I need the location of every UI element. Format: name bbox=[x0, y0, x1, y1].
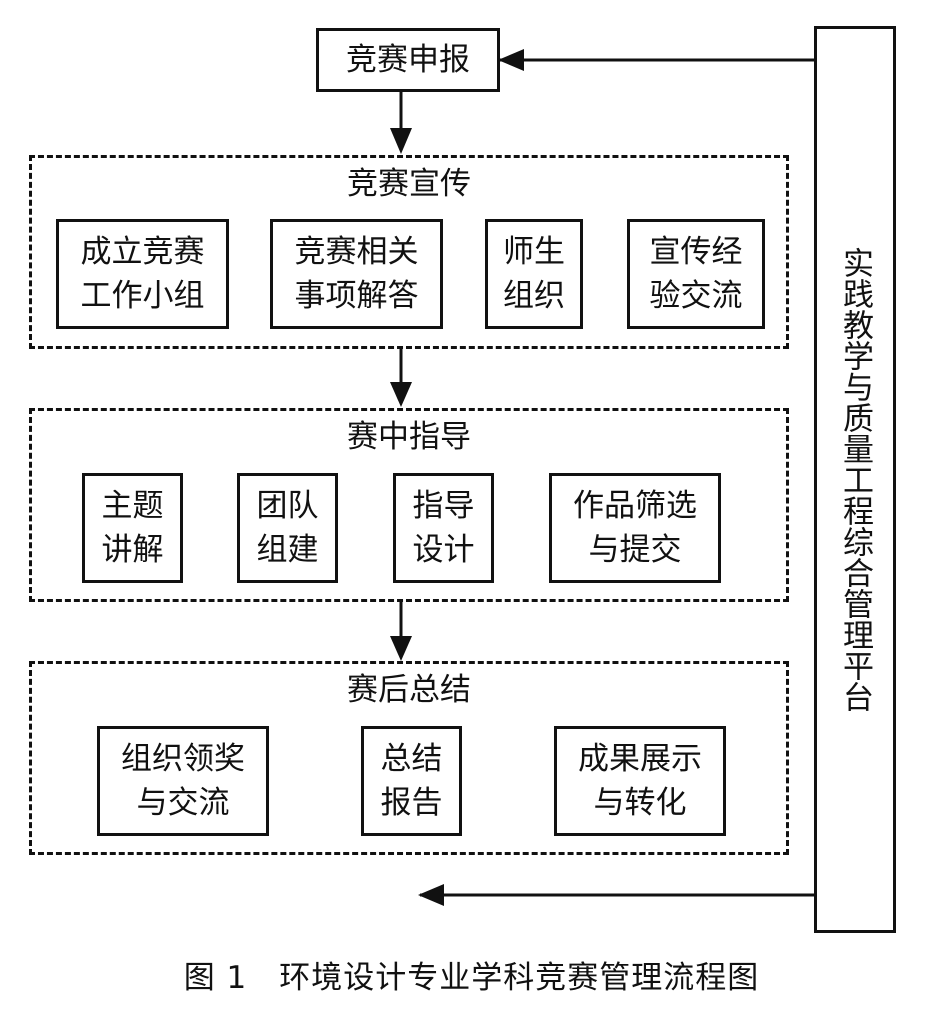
promotion-item-3: 师生 组织 bbox=[485, 219, 583, 329]
guidance-group: 赛中指导 bbox=[29, 408, 789, 602]
arrowhead-platform-feedback bbox=[418, 884, 444, 906]
arrowhead-declaration-to-promotion bbox=[390, 128, 412, 154]
management-platform-box: 实践教学与质量工程综合管理平台 bbox=[814, 26, 896, 933]
arrowhead-promotion-to-guidance bbox=[390, 382, 412, 407]
promotion-group: 竞赛宣传 bbox=[29, 155, 789, 349]
promotion-item-1: 成立竞赛 工作小组 bbox=[56, 219, 229, 329]
summary-item-3: 成果展示 与转化 bbox=[554, 726, 726, 836]
arrowhead-platform-to-declaration bbox=[498, 49, 524, 71]
guidance-group-title: 赛中指导 bbox=[347, 419, 471, 455]
figure-caption: 图 1 环境设计专业学科竞赛管理流程图 bbox=[183, 960, 760, 996]
declaration-box: 竞赛申报 bbox=[316, 28, 500, 92]
guidance-item-2: 团队 组建 bbox=[237, 473, 338, 583]
summary-item-2: 总结 报告 bbox=[361, 726, 462, 836]
guidance-item-3: 指导 设计 bbox=[393, 473, 494, 583]
summary-item-1: 组织领奖 与交流 bbox=[97, 726, 269, 836]
promotion-group-title: 竞赛宣传 bbox=[347, 166, 471, 202]
summary-group: 赛后总结 bbox=[29, 661, 789, 855]
promotion-item-2: 竞赛相关 事项解答 bbox=[270, 219, 443, 329]
promotion-item-4: 宣传经 验交流 bbox=[627, 219, 765, 329]
summary-group-title: 赛后总结 bbox=[347, 672, 471, 708]
arrowhead-guidance-to-summary bbox=[390, 636, 412, 661]
guidance-item-4: 作品筛选 与提交 bbox=[549, 473, 721, 583]
guidance-item-1: 主题 讲解 bbox=[82, 473, 183, 583]
